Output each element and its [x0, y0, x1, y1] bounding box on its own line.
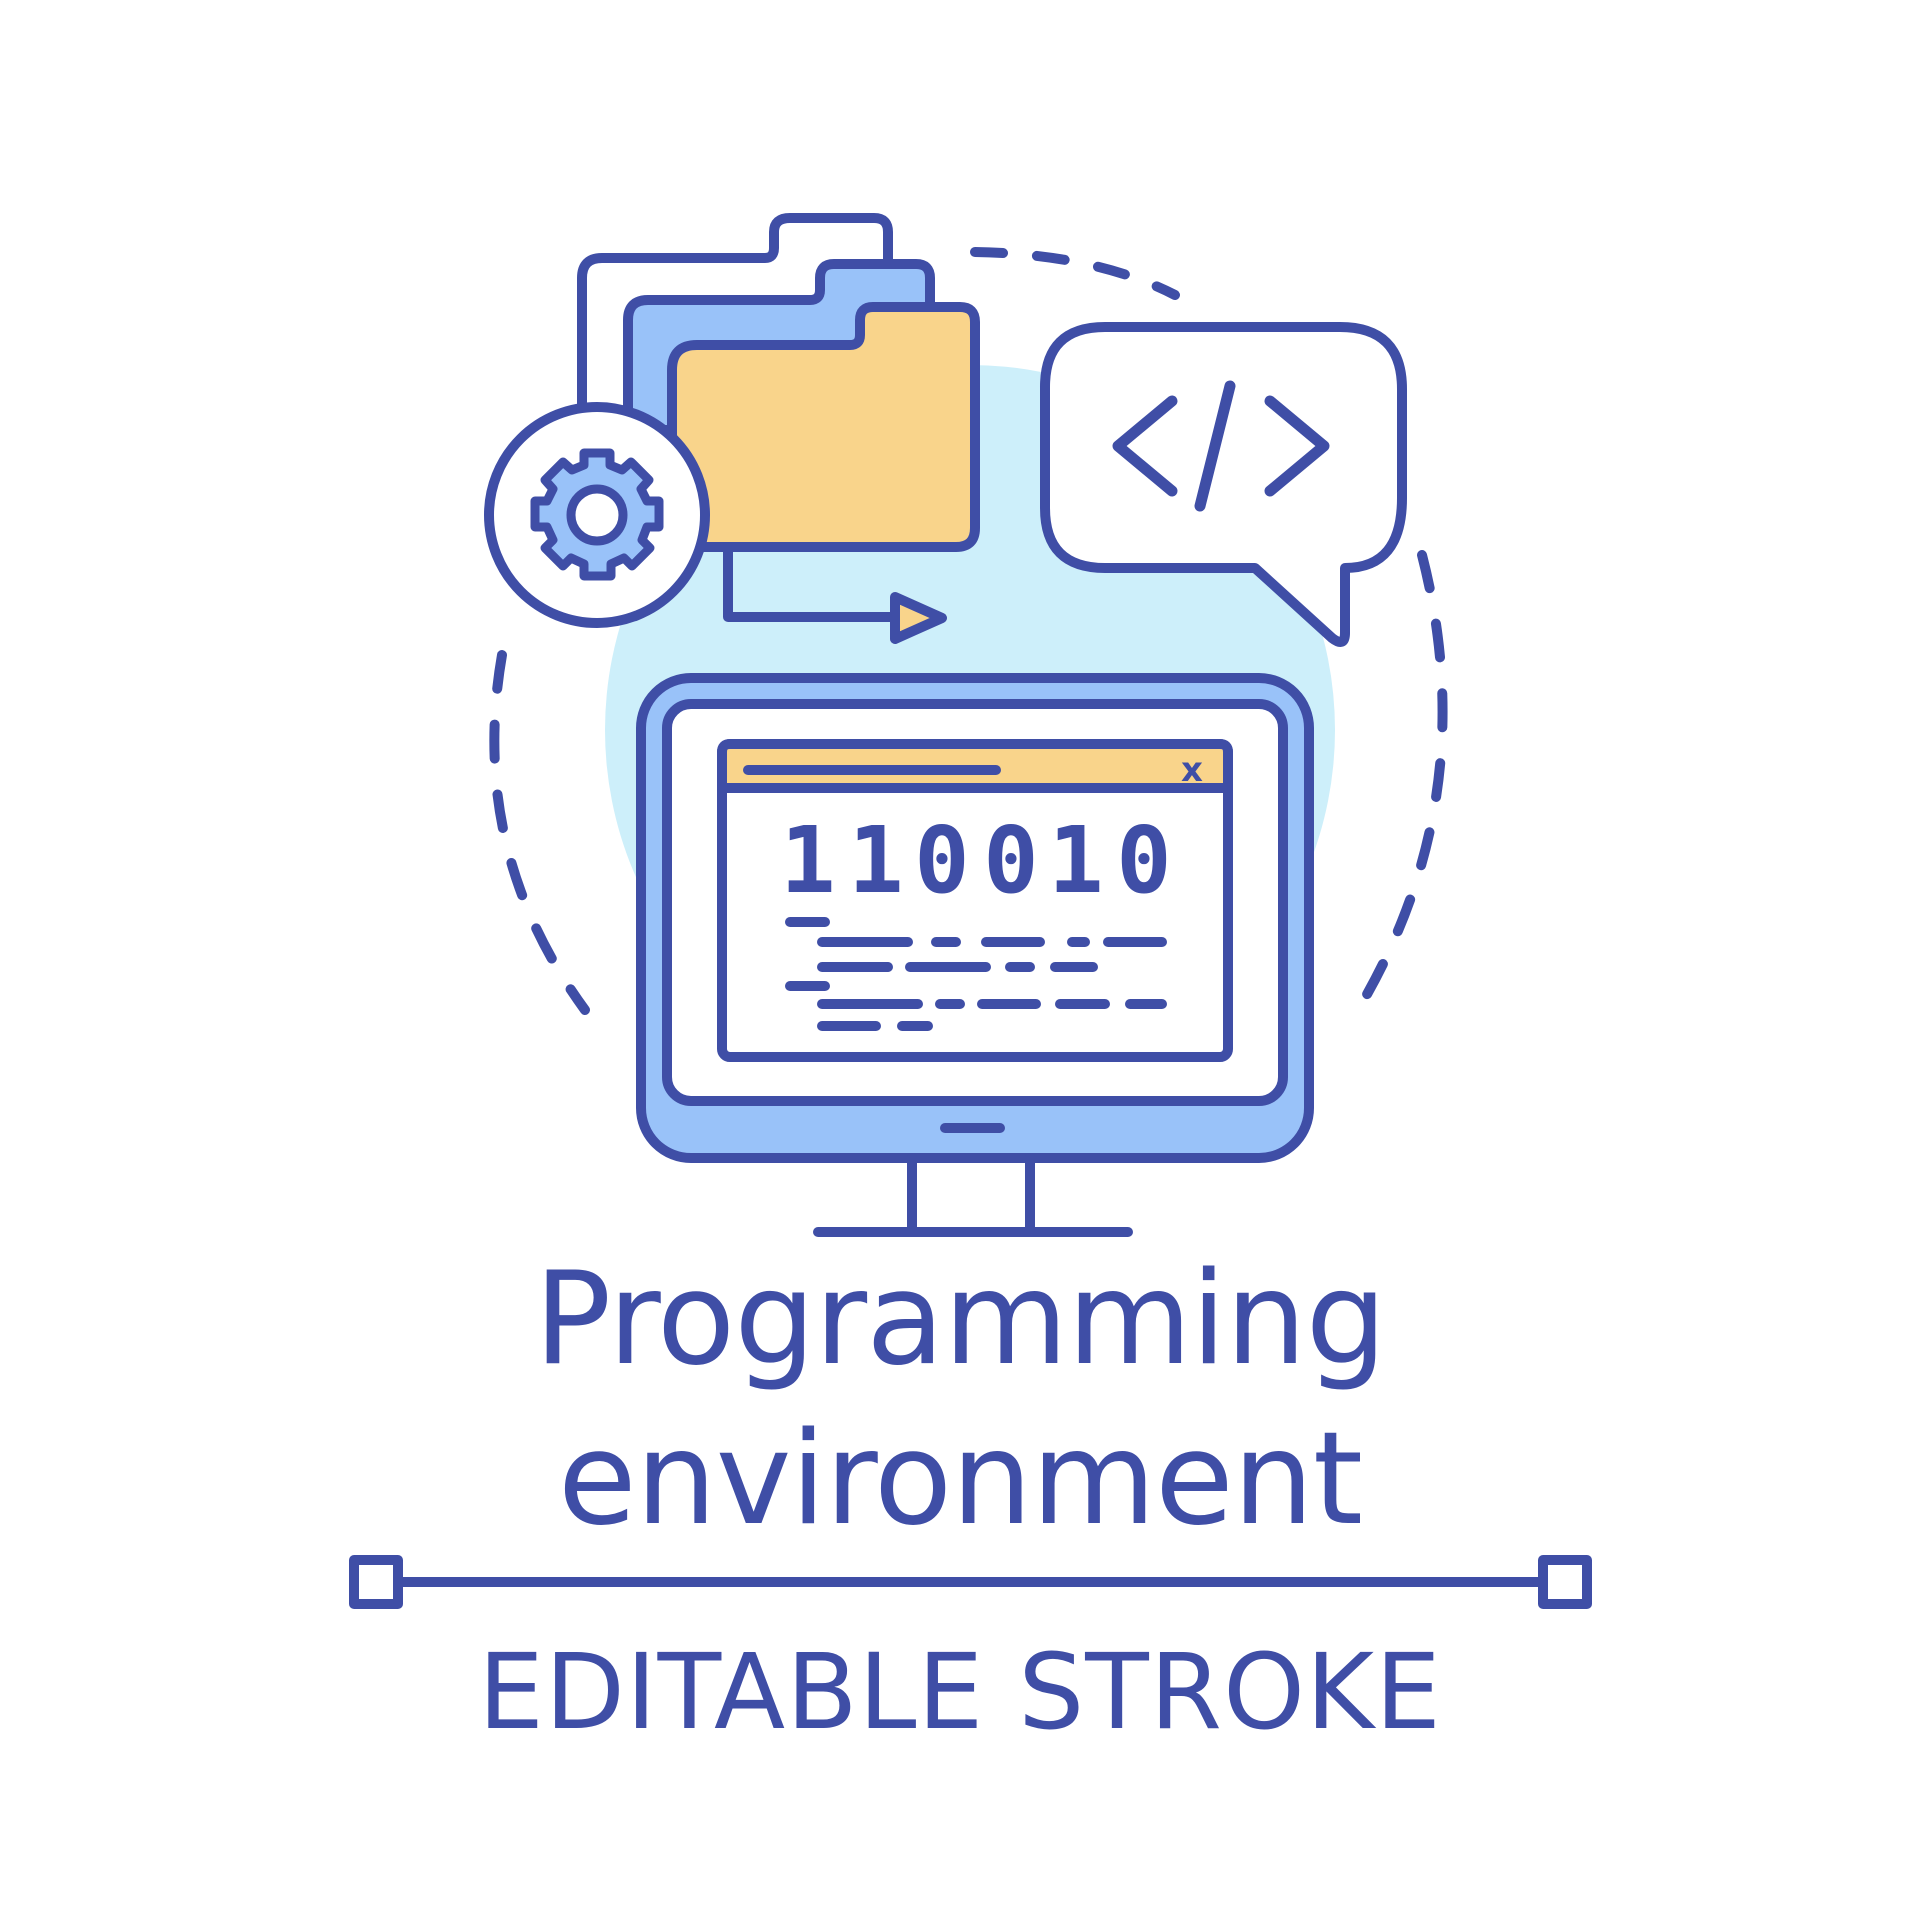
- title-line-2: environment: [557, 1405, 1363, 1554]
- binary-digit: 0: [983, 807, 1038, 914]
- code-lines: [785, 917, 1167, 1031]
- binary-digit: 1: [780, 807, 835, 914]
- code-brackets-icon: [1112, 380, 1330, 512]
- connector-line: [723, 542, 900, 622]
- window-close-icon: x: [1181, 750, 1203, 790]
- stroke-handle-right: [1538, 1555, 1592, 1609]
- binary-code: 1 1 0 0 1 0: [780, 807, 1171, 914]
- title-line-1: Programming: [534, 1245, 1387, 1394]
- binary-digit: 1: [1048, 807, 1103, 914]
- dashed-orbit-right: [1350, 550, 1448, 1020]
- dashed-orbit-left: [489, 650, 590, 1015]
- arrow-head-icon: [890, 592, 947, 644]
- editable-stroke-caption: EDITABLE STROKE: [478, 1631, 1442, 1753]
- code-speech-bubble: [1040, 322, 1407, 647]
- stroke-handle-left: [349, 1555, 403, 1609]
- folder-front-icon: [667, 302, 980, 552]
- binary-digit: 0: [1116, 807, 1171, 914]
- binary-digit: 0: [914, 807, 969, 914]
- monitor-stand: [813, 1153, 1133, 1237]
- binary-digit: 1: [848, 807, 903, 914]
- gear-icon: [530, 448, 664, 581]
- dashed-orbit-top: [970, 247, 1180, 300]
